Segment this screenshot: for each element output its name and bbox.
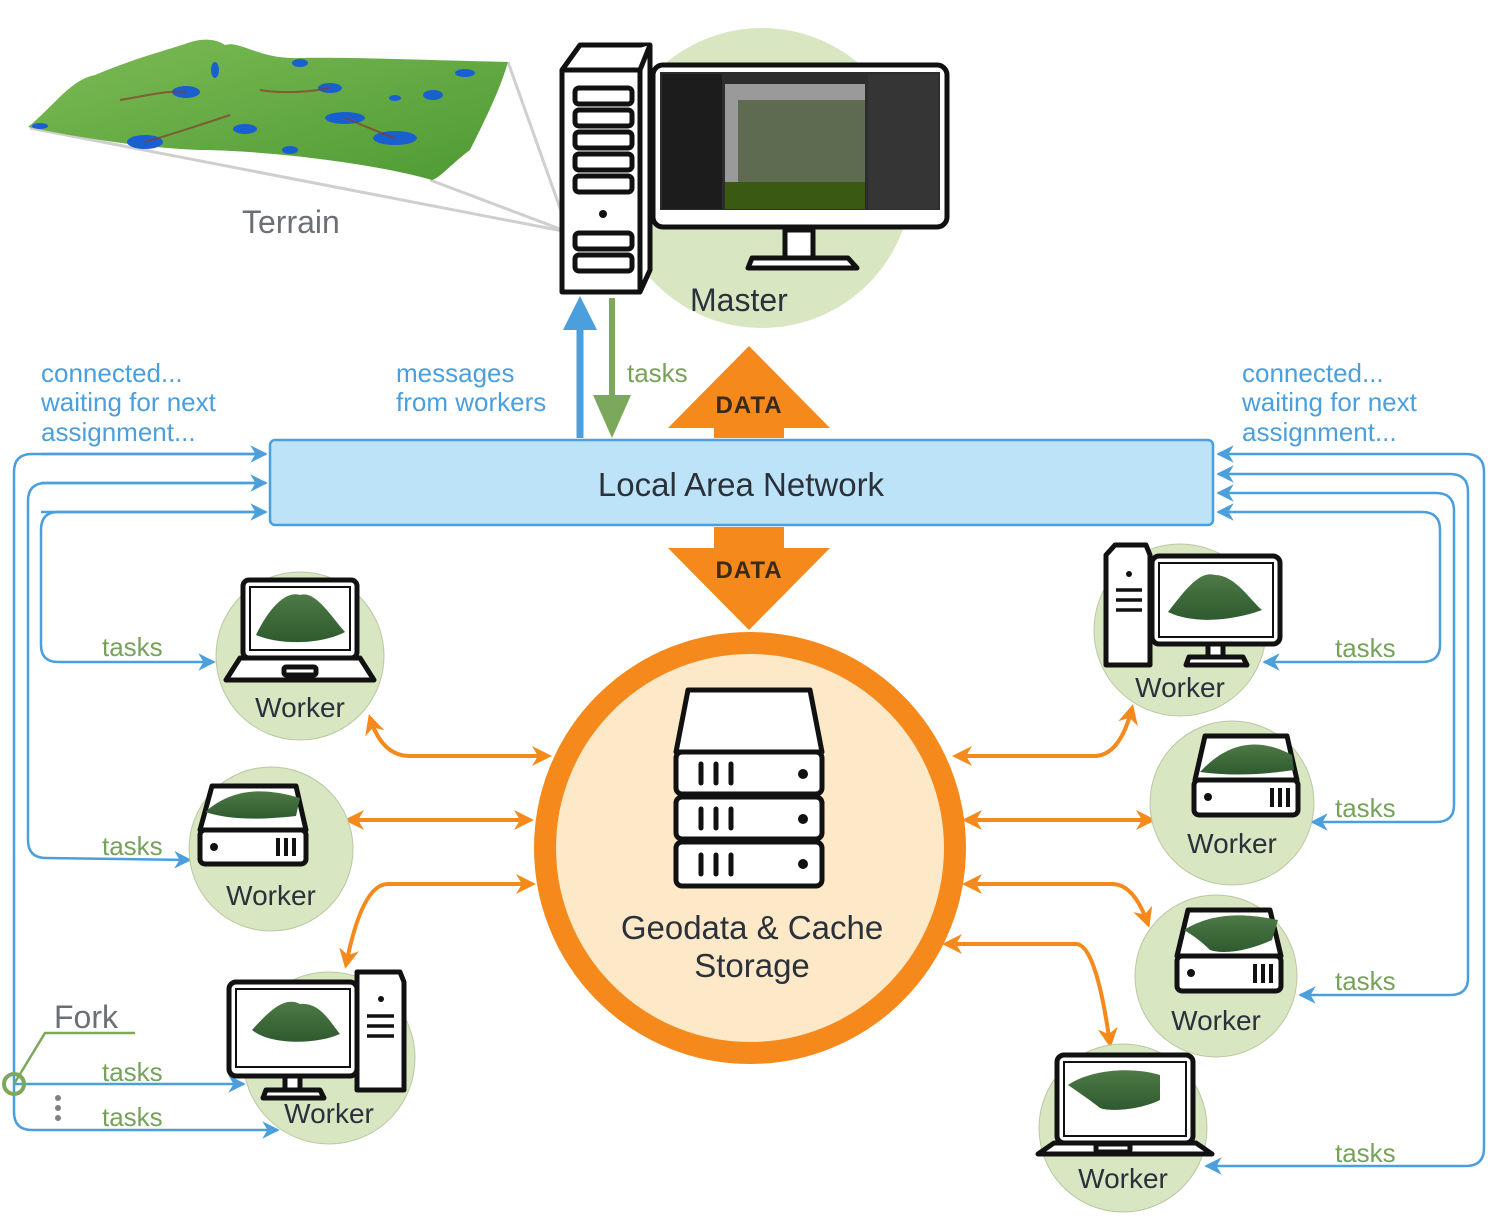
- server-icon: [197, 783, 309, 867]
- svg-text:DATA: DATA: [715, 392, 782, 419]
- worker-label: Worker: [1171, 1005, 1261, 1036]
- task-line: [1216, 484, 1456, 831]
- aerial-map: [738, 100, 865, 182]
- terrain-thumbnail: [252, 1001, 340, 1042]
- worker-label: Worker: [1135, 672, 1225, 703]
- terrain-zoom-line: [29, 126, 569, 234]
- storage-label-line1: Geodata & Cache: [621, 909, 883, 946]
- worker-task-label: tasks: [1335, 793, 1396, 823]
- terrain-image: Terrain: [28, 39, 572, 240]
- worker-task-label: tasks: [102, 632, 163, 662]
- worker-label: Worker: [1078, 1163, 1168, 1194]
- worker-label: Worker: [255, 692, 345, 723]
- fork-point: [2, 1072, 26, 1096]
- svg-text:DATA: DATA: [715, 557, 782, 584]
- worker-right-1: Worker tasks: [1093, 542, 1396, 717]
- worker-task-label: tasks: [102, 1057, 163, 1087]
- terrain-rivers: [119, 87, 396, 143]
- terrain-thumbnail: [205, 791, 300, 819]
- laptop-icon: [1035, 1052, 1215, 1157]
- task-line: [26, 481, 266, 869]
- messages-arrow-head: [563, 296, 597, 330]
- app-sidebar: [662, 74, 722, 209]
- master-label: Master: [690, 282, 788, 318]
- storage-label-line2: Storage: [694, 947, 810, 984]
- data-up-arrow: DATA: [668, 346, 830, 438]
- worker-left-1: Worker tasks: [102, 571, 385, 741]
- messages-label: messages from workers: [396, 358, 546, 417]
- worker-task-label: tasks: [1335, 966, 1396, 996]
- task-line: [1204, 445, 1486, 1175]
- fork-label: Fork: [54, 999, 119, 1035]
- laptop-icon: [223, 577, 377, 683]
- task-line: [1216, 503, 1442, 671]
- right-status-label: connected... waiting for next assignment…: [1241, 358, 1424, 447]
- worker-label: Worker: [226, 880, 316, 911]
- task-line: [12, 452, 280, 1139]
- worker-label: Worker: [1187, 828, 1277, 859]
- left-status-label: connected... waiting for next assignment…: [40, 358, 223, 447]
- lan-label: Local Area Network: [598, 466, 885, 503]
- terrain-surface: [28, 39, 508, 180]
- worker-right-3: Worker tasks: [1134, 894, 1396, 1058]
- fork-pointer-line: [12, 1031, 135, 1085]
- task-line: [1216, 465, 1470, 1004]
- terrain-thumbnail: [256, 594, 345, 643]
- terrain-thumbnail: [1200, 744, 1294, 775]
- fork-annotation: Fork: [2, 999, 135, 1121]
- server-icon: [1174, 907, 1284, 994]
- worker-task-label: tasks: [102, 1102, 163, 1132]
- master-monitor-icon: [650, 62, 950, 271]
- more-dots: [55, 1095, 61, 1121]
- data-down-arrow: DATA: [668, 527, 830, 630]
- app-properties: [868, 74, 938, 209]
- worker-right-2: Worker tasks: [1149, 720, 1396, 886]
- tasks-arrow-head: [593, 395, 631, 438]
- left-connection-lines: [12, 445, 280, 1139]
- terrain-thumbnail: [1168, 574, 1262, 620]
- worker-right-4: Worker tasks: [1035, 1043, 1396, 1213]
- terrain-thumbnail: [1184, 915, 1278, 952]
- worker-task-label: tasks: [102, 831, 163, 861]
- worker-label: Worker: [284, 1098, 374, 1129]
- worker-left-2: Worker tasks: [102, 766, 354, 932]
- storage-node: Geodata & Cache Storage: [534, 632, 966, 1064]
- desktop-icon: [226, 969, 407, 1101]
- terrain-thumbnail: [1068, 1070, 1160, 1110]
- worker-task-label: tasks: [1335, 1138, 1396, 1168]
- tower-pc-icon: [559, 42, 653, 295]
- master-tasks-label: tasks: [627, 358, 688, 388]
- server-icon: [1191, 733, 1301, 818]
- server-stack-icon: [673, 687, 825, 889]
- app-console: [725, 182, 865, 209]
- desktop-icon: [1103, 542, 1283, 668]
- storage-connections: [339, 704, 1156, 1048]
- master-node: Master: [559, 28, 950, 328]
- terrain-zoom-line: [429, 178, 569, 234]
- worker-left-3: Worker tasks tasks: [102, 969, 416, 1145]
- right-connection-lines: [1204, 445, 1486, 1175]
- worker-task-label: tasks: [1335, 633, 1396, 663]
- terrain-label: Terrain: [242, 204, 340, 240]
